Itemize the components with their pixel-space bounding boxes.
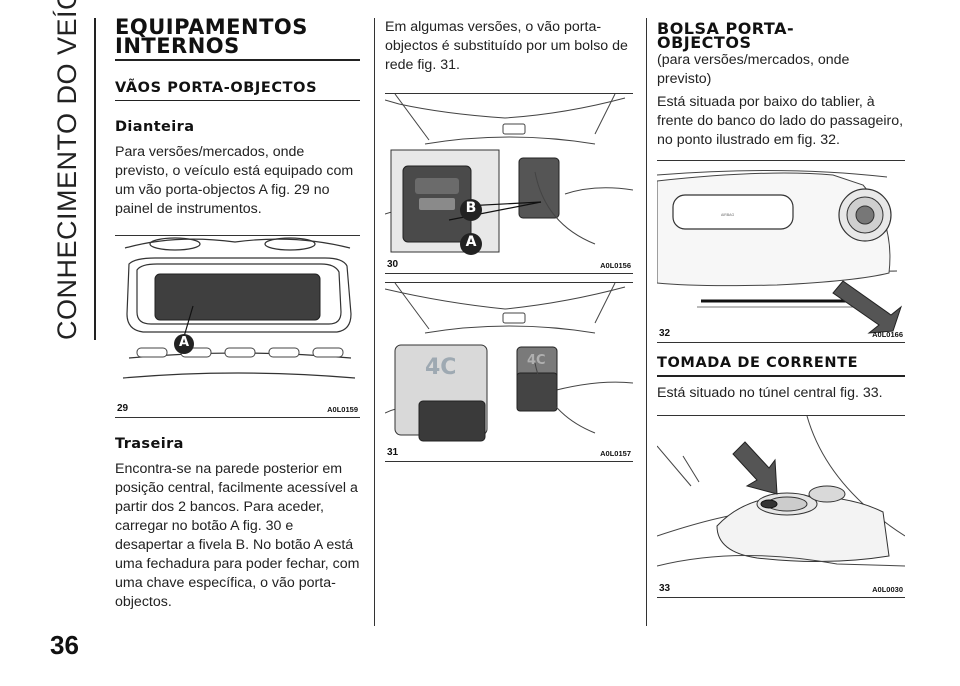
rear-compartment-illustration (385, 94, 633, 255)
figure-code: A0L0157 (600, 449, 631, 458)
callout-a-label: A (465, 234, 477, 250)
callout-b-label: B (465, 200, 477, 216)
figure-31: 4C 4C 31 A0L0157 (385, 282, 633, 462)
paragraph-power-socket: Está situado no túnel central fig. 33. (657, 384, 883, 401)
section-title-compartments: VÃOS PORTA-OBJECTOS (115, 79, 318, 96)
figure-number: 31 (387, 447, 399, 458)
section-rule (115, 99, 360, 101)
chapter-title: CONHECIMENTO DO VEÍCULO (52, 0, 82, 340)
brand-badge-left: 4C (425, 355, 457, 380)
figure-number: 32 (659, 328, 671, 339)
arrow-indicator (832, 280, 903, 334)
airbag-label: AIRBAG (721, 213, 735, 217)
column-2: Em algumas versões, o vão porta-objectos… (385, 18, 633, 462)
compartment-opening (154, 273, 321, 321)
page-number: 36 (50, 630, 79, 660)
paragraph-net-pocket: Em algumas versões, o vão porta-objectos… (385, 19, 628, 73)
section-rule (657, 375, 905, 377)
net-pocket (418, 400, 486, 442)
figure-number: 33 (659, 582, 671, 594)
net-pocket-illustration (385, 283, 633, 442)
figure-code: A0L0156 (600, 261, 631, 270)
glovebox-illustration (657, 169, 903, 334)
glovebox-subtitle: (para versões/mercados, onde previsto) (657, 52, 850, 87)
paragraph-front: Para versões/mercados, onde previsto, o … (115, 144, 354, 217)
column-3: BOLSA PORTA-OBJECTOS (para versões/merca… (657, 18, 905, 598)
figure-32: AIRBAG 32 A0L0166 (657, 160, 905, 343)
callout-b-badge (460, 199, 482, 221)
figure-code: A0L0030 (872, 584, 903, 594)
chapter-sidebar: CONHECIMENTO DO VEÍCULO (52, 0, 92, 340)
glovebox-title: BOLSA PORTA-OBJECTOS (657, 19, 795, 52)
column-divider-1 (374, 18, 375, 626)
callout-a-badge (460, 233, 482, 255)
figure-number: 30 (387, 259, 399, 270)
sidebar-rule (94, 18, 96, 340)
column-1: EQUIPAMENTOS INTERNOS VÃOS PORTA-OBJECTO… (115, 15, 360, 612)
paragraph-rear: Encontra-se na parede posterior em posiç… (115, 461, 360, 610)
main-title: EQUIPAMENTOS INTERNOS (115, 15, 308, 58)
figure-30: B A 30 A0L0156 (385, 93, 633, 274)
callout-a-label: A (178, 335, 190, 350)
figure-33: 33 A0L0030 (657, 414, 905, 598)
subsection-rear: Traseira (115, 436, 184, 452)
figure-code: A0L0166 (872, 330, 903, 339)
power-socket-illustration (657, 415, 905, 566)
dashboard-compartment-illustration (122, 237, 356, 379)
figure-code: A0L0159 (327, 405, 358, 414)
title-rule (115, 59, 360, 61)
arrow-indicator (732, 440, 778, 495)
subsection-front: Dianteira (115, 119, 195, 135)
callout-a-badge (174, 334, 194, 354)
brand-badge-right: 4C (527, 353, 546, 368)
section-title-power-socket: TOMADA DE CORRENTE (657, 355, 859, 371)
paragraph-glovebox: Está situada por baixo do tablier, à fre… (657, 94, 904, 148)
figure-number: 29 (117, 403, 129, 414)
figure-29: A 29 A0L0159 (115, 235, 360, 418)
column-divider-2 (646, 18, 647, 626)
power-socket (760, 499, 778, 508)
